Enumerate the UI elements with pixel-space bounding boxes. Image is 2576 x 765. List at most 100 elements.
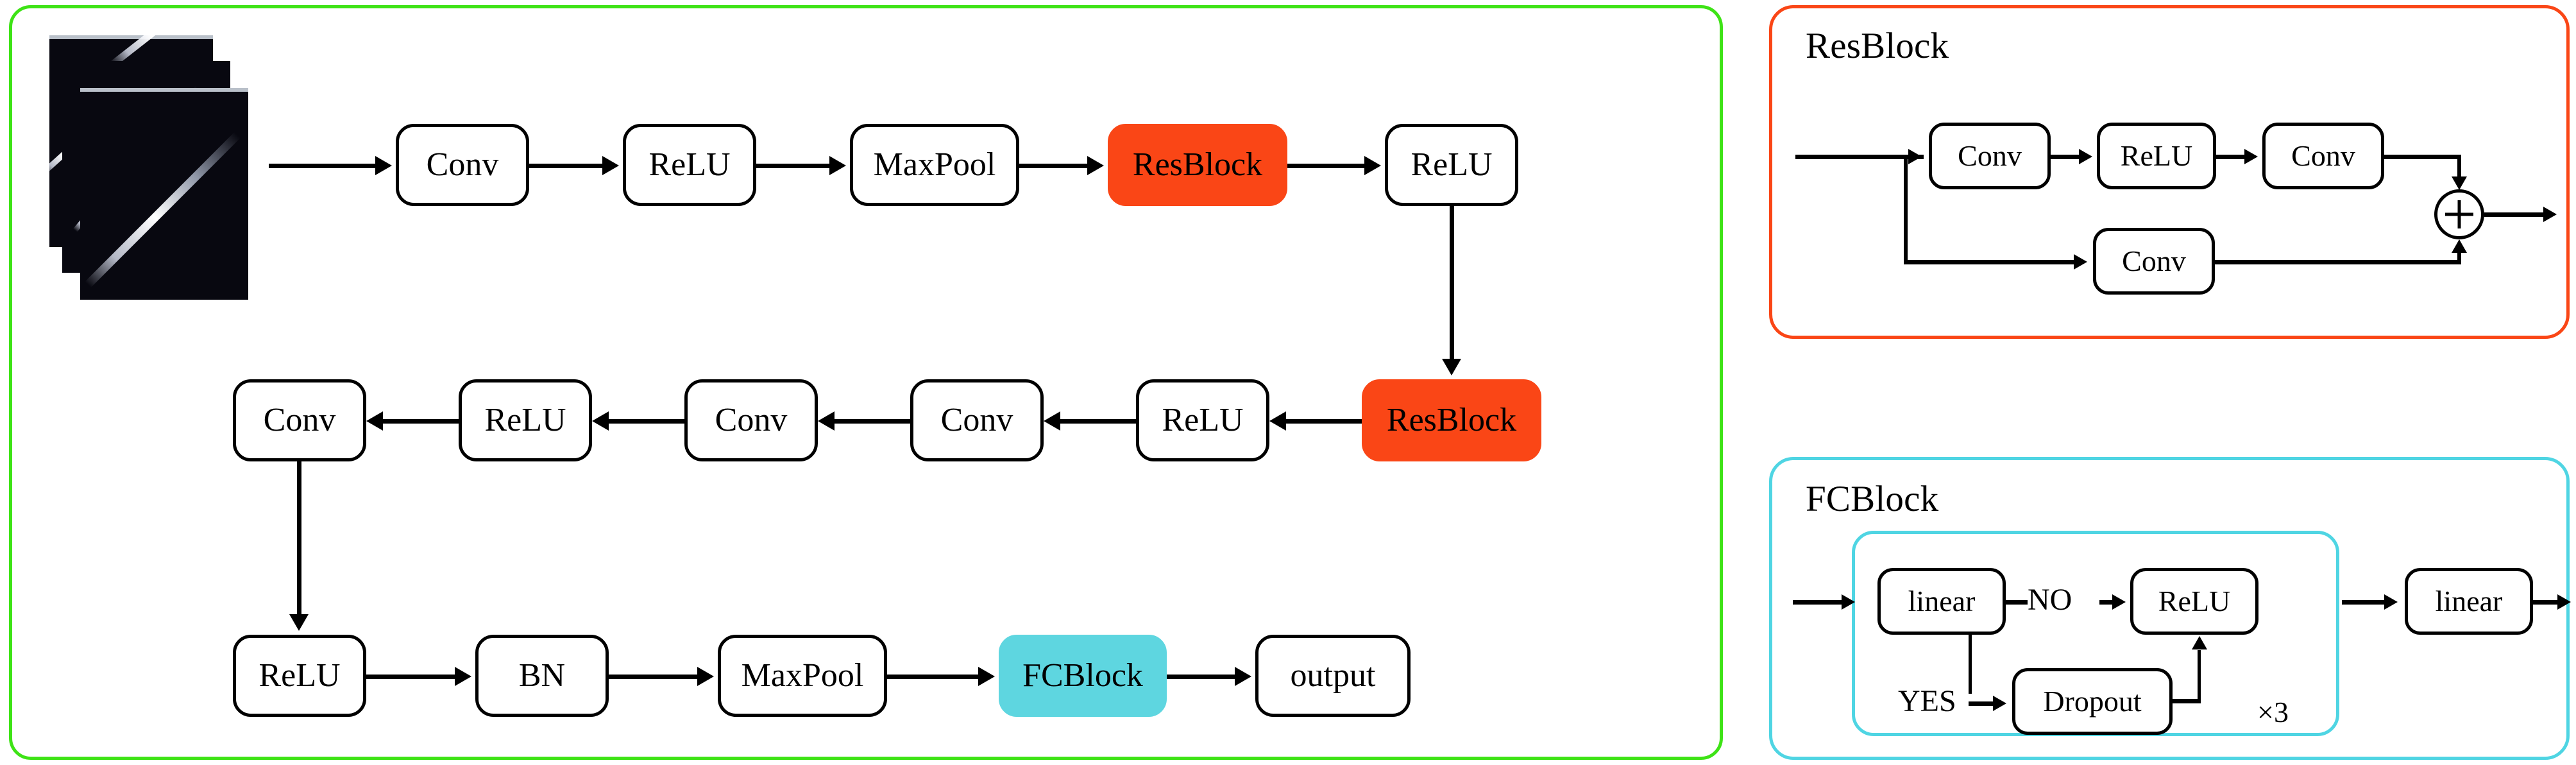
fcblock-detail-panel: FCBlock linear NO ReLU YES Dropout ×3 li…: [1769, 457, 2571, 760]
node-row1-maxpool[interactable]: MaxPool: [850, 124, 1019, 206]
node-row2-relu-2[interactable]: ReLU: [459, 379, 592, 461]
arrowhead: [829, 156, 846, 175]
arrowhead: [818, 411, 835, 431]
node-row1-relu[interactable]: ReLU: [623, 124, 756, 206]
edge-resblock-skip-2: [2215, 260, 2461, 264]
fcblock-panel-title: FCBlock: [1806, 479, 1939, 519]
arrowhead: [2112, 594, 2126, 610]
resblock-panel-title: ResBlock: [1806, 26, 1949, 66]
edge-resblock-main-2: [2216, 155, 2247, 159]
branch-label-no: NO: [2028, 583, 2072, 617]
arrowhead: [2543, 207, 2557, 222]
arrowhead: [1235, 667, 1251, 686]
arrowhead: [2192, 636, 2207, 649]
edge-row3-3: [887, 675, 979, 679]
main-network-panel: Conv ReLU MaxPool ResBlock ReLU ResBlock…: [9, 5, 1723, 760]
edge-row2-2: [1060, 419, 1136, 424]
branch-label-yes: YES: [1898, 684, 1956, 718]
node-fcblock-linear-2[interactable]: linear: [2405, 568, 2533, 635]
node-row1-conv[interactable]: Conv: [396, 124, 529, 206]
arrowhead: [1044, 411, 1060, 431]
edge-row2-4: [609, 419, 684, 424]
edge-fcblock-input: [1793, 600, 1845, 605]
edge-row2-to-row3: [297, 461, 301, 617]
node-row2-relu[interactable]: ReLU: [1136, 379, 1269, 461]
node-row1-relu-2[interactable]: ReLU: [1385, 124, 1518, 206]
spectrogram-image-1: [80, 88, 248, 300]
node-fcblock-dropout[interactable]: Dropout: [2012, 668, 2173, 735]
edge-resblock-branch: [1904, 155, 1908, 264]
arrowhead: [2244, 149, 2258, 164]
arrowhead: [2384, 594, 2398, 610]
edge-row1-4: [1287, 164, 1366, 168]
arrowhead: [592, 411, 609, 431]
edge-row1-3: [1019, 164, 1089, 168]
edge-row1-1: [529, 164, 604, 168]
edge-fcblock-no: [2006, 600, 2028, 605]
edge-resblock-skip-up: [2457, 252, 2461, 261]
node-row2-resblock[interactable]: ResBlock: [1362, 379, 1541, 461]
edge-fcblock-output: [2533, 600, 2561, 605]
repeat-count-label: ×3: [2257, 696, 2289, 728]
addition-node: [2434, 189, 2484, 239]
edge-resblock-skip-1: [1904, 260, 2077, 264]
spectrogram-streak: [85, 132, 241, 288]
edge-resblock-main-down: [2457, 155, 2461, 179]
spectrogram-top-edge: [80, 88, 248, 92]
edge-row3-1: [366, 675, 456, 679]
edge-row3-4: [1167, 675, 1236, 679]
arrowhead: [1908, 149, 1922, 164]
edge-fcblock-dropout-out: [2173, 699, 2201, 703]
arrowhead: [2557, 594, 2571, 610]
node-row2-conv-2[interactable]: Conv: [684, 379, 818, 461]
arrowhead: [1269, 411, 1286, 431]
arrowhead: [1442, 359, 1461, 375]
node-row2-conv-3[interactable]: Conv: [233, 379, 366, 461]
arrowhead: [289, 614, 309, 631]
arrowhead: [1087, 156, 1104, 175]
edge-resblock-output: [2484, 212, 2548, 217]
edge-row2-3: [835, 419, 910, 424]
arrowhead: [1842, 594, 1855, 610]
arrowhead: [602, 156, 619, 175]
node-fcblock-relu[interactable]: ReLU: [2130, 568, 2258, 635]
arrowhead: [375, 156, 392, 175]
node-resblock-conv-1[interactable]: Conv: [1929, 123, 2051, 189]
node-row1-resblock[interactable]: ResBlock: [1108, 124, 1287, 206]
edge-resblock-input: [1795, 155, 1924, 159]
node-resblock-relu[interactable]: ReLU: [2097, 123, 2216, 189]
arrowhead: [697, 667, 714, 686]
node-row3-maxpool[interactable]: MaxPool: [718, 635, 887, 717]
edge-row1-2: [756, 164, 831, 168]
arrowhead: [455, 667, 471, 686]
edge-row1-to-row2: [1450, 206, 1454, 361]
spectrogram-top-edge: [49, 35, 213, 39]
resblock-detail-panel: ResBlock Conv ReLU Conv Conv: [1769, 5, 2570, 339]
arrowhead: [2074, 254, 2087, 270]
node-row2-conv-1[interactable]: Conv: [910, 379, 1044, 461]
edge-row2-5: [383, 419, 459, 424]
input-spectrogram-stack: [49, 35, 319, 300]
node-resblock-conv-2[interactable]: Conv: [2262, 123, 2384, 189]
arrowhead: [2452, 239, 2467, 253]
node-row3-bn[interactable]: BN: [475, 635, 609, 717]
arrowhead: [1993, 696, 2006, 711]
arrowhead: [2079, 149, 2092, 164]
edge-fcblock-no-2: [2099, 600, 2115, 605]
node-row3-relu[interactable]: ReLU: [233, 635, 366, 717]
node-row3-fcblock[interactable]: FCBlock: [999, 635, 1167, 717]
edge-row2-1: [1286, 419, 1362, 424]
edge-fcblock-dropout-up: [2198, 650, 2201, 701]
edge-resblock-main-3: [2384, 155, 2461, 159]
node-fcblock-linear-1[interactable]: linear: [1877, 568, 2006, 635]
arrowhead: [366, 411, 383, 431]
edge-row3-2: [609, 675, 699, 679]
node-resblock-skip-conv[interactable]: Conv: [2093, 228, 2215, 295]
edge-fcblock-yes-down: [1969, 635, 1972, 694]
arrowhead: [2452, 176, 2467, 190]
node-row3-output[interactable]: output: [1255, 635, 1411, 717]
edge-input-to-conv: [269, 164, 377, 168]
arrowhead: [1364, 156, 1381, 175]
arrowhead: [978, 667, 995, 686]
